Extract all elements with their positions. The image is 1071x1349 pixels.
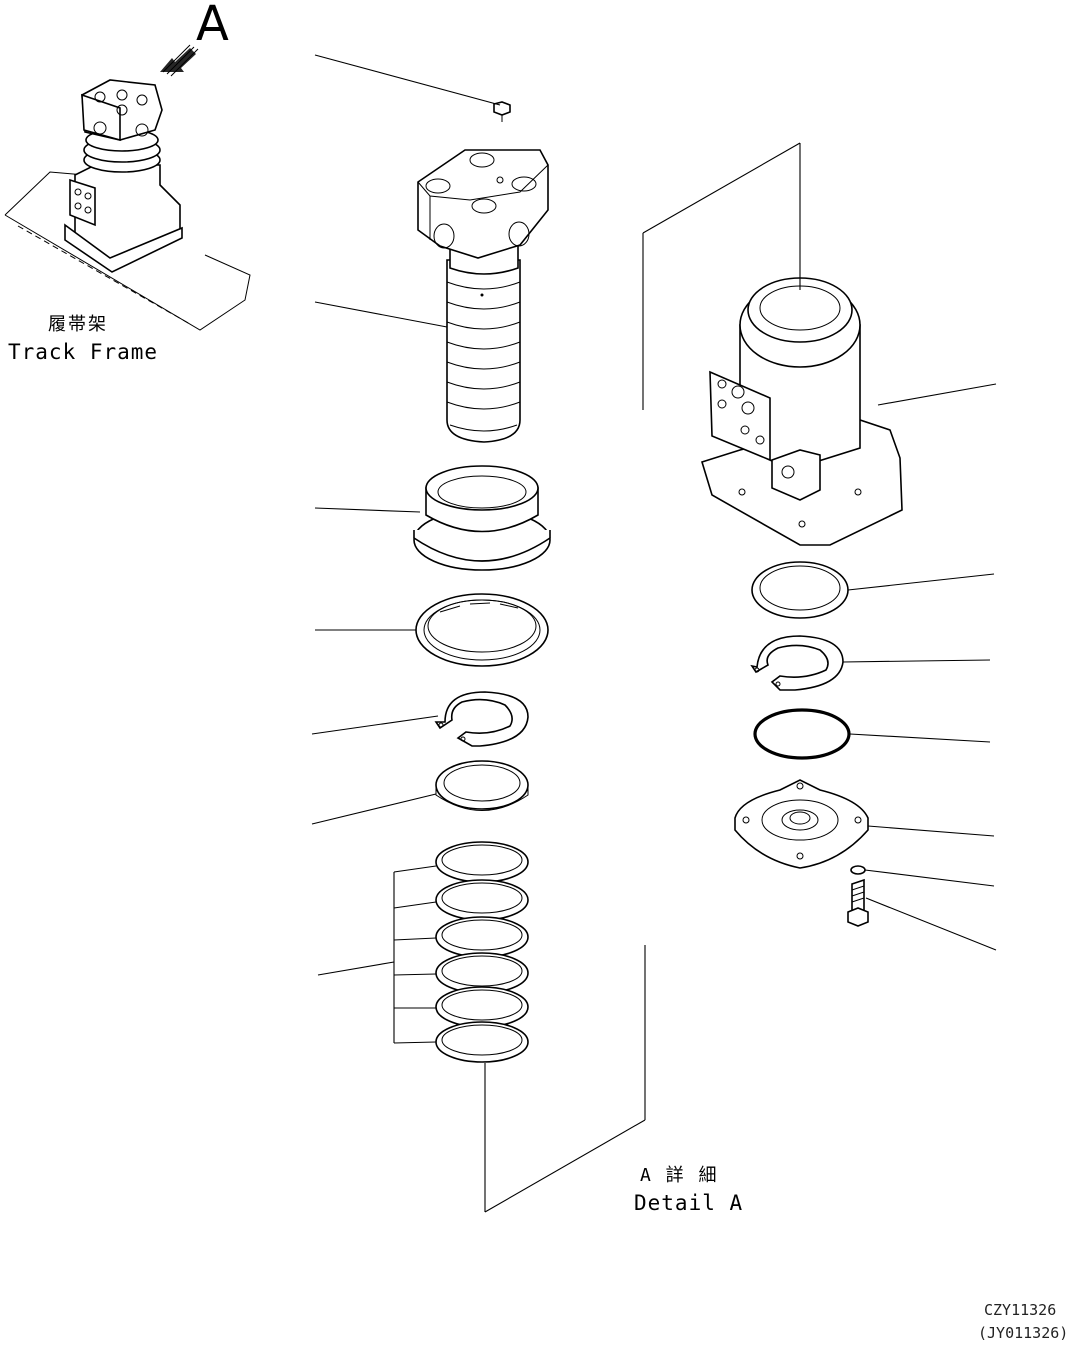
track-frame-jp-label: 履帯架 <box>48 314 108 335</box>
plug-bolt <box>494 102 510 122</box>
overview-assembly <box>5 45 250 330</box>
bearing-ring <box>416 594 548 666</box>
collar-ring <box>436 761 528 811</box>
view-letter-label: A <box>196 0 229 52</box>
cover-plate <box>735 780 868 868</box>
detail-en-label: Detail A <box>634 1191 744 1215</box>
dust-seal <box>414 466 550 570</box>
seal-ring-stack <box>436 842 528 1062</box>
track-frame-en-label: Track Frame <box>8 340 159 364</box>
drawing-code-alt: (JY011326) <box>978 1324 1069 1342</box>
body-snap-ring <box>752 636 843 690</box>
washer <box>851 866 865 874</box>
mounting-bolt <box>848 880 868 926</box>
drawing-code: CZY11326 <box>984 1301 1057 1319</box>
o-ring <box>755 710 849 758</box>
center-shaft <box>418 150 548 442</box>
detail-jp-label: A 詳 細 <box>640 1165 719 1186</box>
snap-ring <box>436 692 528 746</box>
swivel-body <box>702 278 902 545</box>
body-ring <box>752 562 848 618</box>
leader-lines <box>312 55 996 1212</box>
view-arrow-icon <box>160 45 198 76</box>
